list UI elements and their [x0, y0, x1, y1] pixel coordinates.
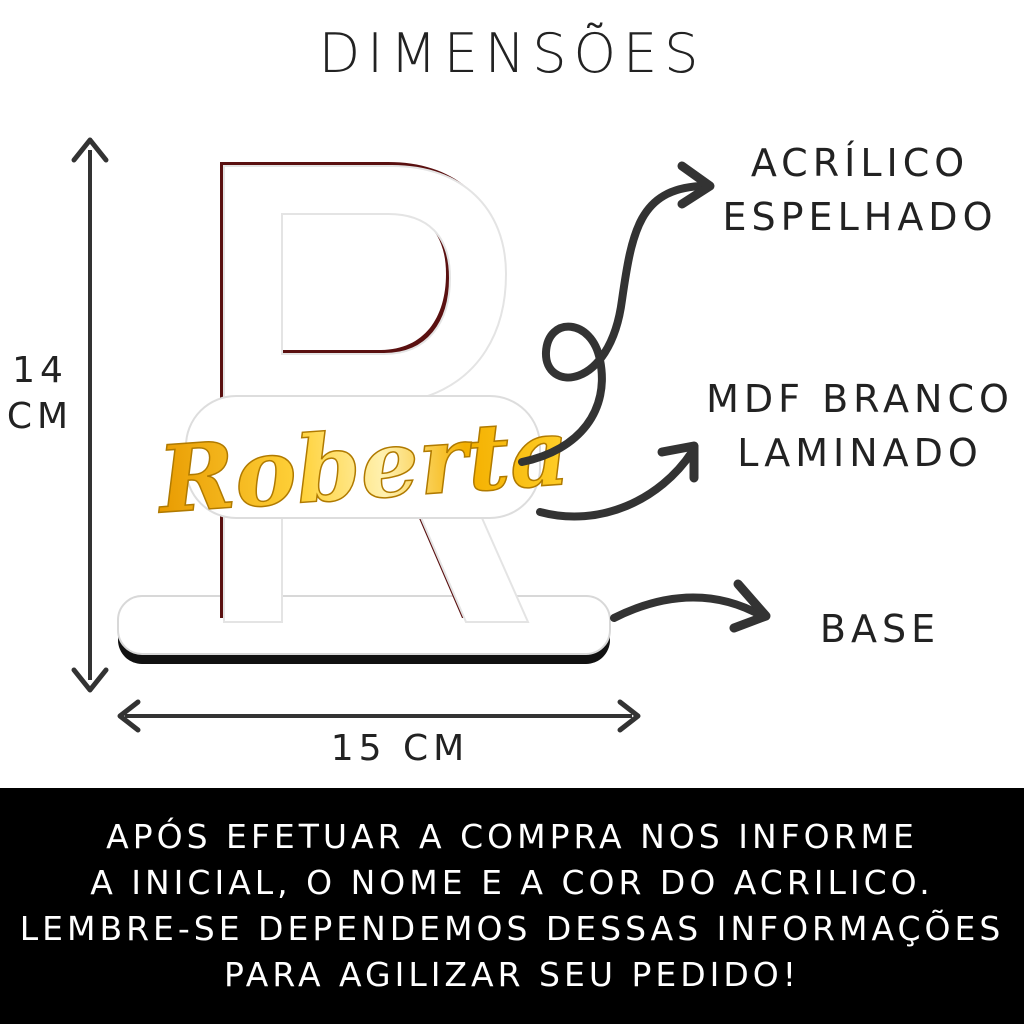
base-label-text: BASE [819, 607, 941, 651]
banner-line-4: PARA AGILIZAR SEU PEDIDO! [224, 955, 800, 994]
arrow-to-mdf [536, 448, 696, 521]
arrowhead-base [729, 579, 771, 633]
width-dimension-arrow [117, 699, 641, 733]
page-title: DIMENSÕES [318, 22, 706, 85]
letter-r-mdf [220, 162, 530, 623]
height-dimension-arrow [71, 137, 109, 693]
arrow-to-acrylic [518, 182, 704, 466]
banner-line-1: APÓS EFETUAR A COMPRA NOS INFORME [106, 817, 918, 856]
mdf-label-line2: LAMINADO [737, 431, 983, 475]
banner-line-3: LEMBRE-SE DEPENDEMOS DESSAS INFORMAÇÕES [19, 909, 1005, 948]
info-banner: APÓS EFETUAR A COMPRA NOS INFORME A INIC… [0, 788, 1024, 1024]
banner-line-2: A INICIAL, O NOME E A COR DO ACRILICO. [90, 863, 934, 902]
arrowhead-mdf [657, 441, 699, 483]
base-label: BASE [790, 602, 970, 656]
mdf-label-line1: MDF BRANCO [706, 377, 1014, 421]
acrylic-label: ACRÍLICO ESPELHADO [720, 136, 1000, 244]
product-illustration: Roberta [71, 137, 771, 733]
mdf-label: MDF BRANCO LAMINADO [700, 372, 1020, 480]
width-dimension-label: 15 CM [330, 728, 470, 769]
height-dimension-label: 14 CM [0, 348, 80, 440]
height-unit: CM [6, 396, 74, 437]
arrowhead-acrylic [677, 161, 715, 209]
name-plate: Roberta [151, 395, 573, 535]
height-value: 14 [12, 350, 68, 391]
acrylic-label-line1: ACRÍLICO [750, 141, 970, 185]
arrow-to-base [610, 593, 766, 622]
acrylic-label-line2: ESPELHADO [722, 195, 998, 239]
base-plate [117, 595, 611, 664]
